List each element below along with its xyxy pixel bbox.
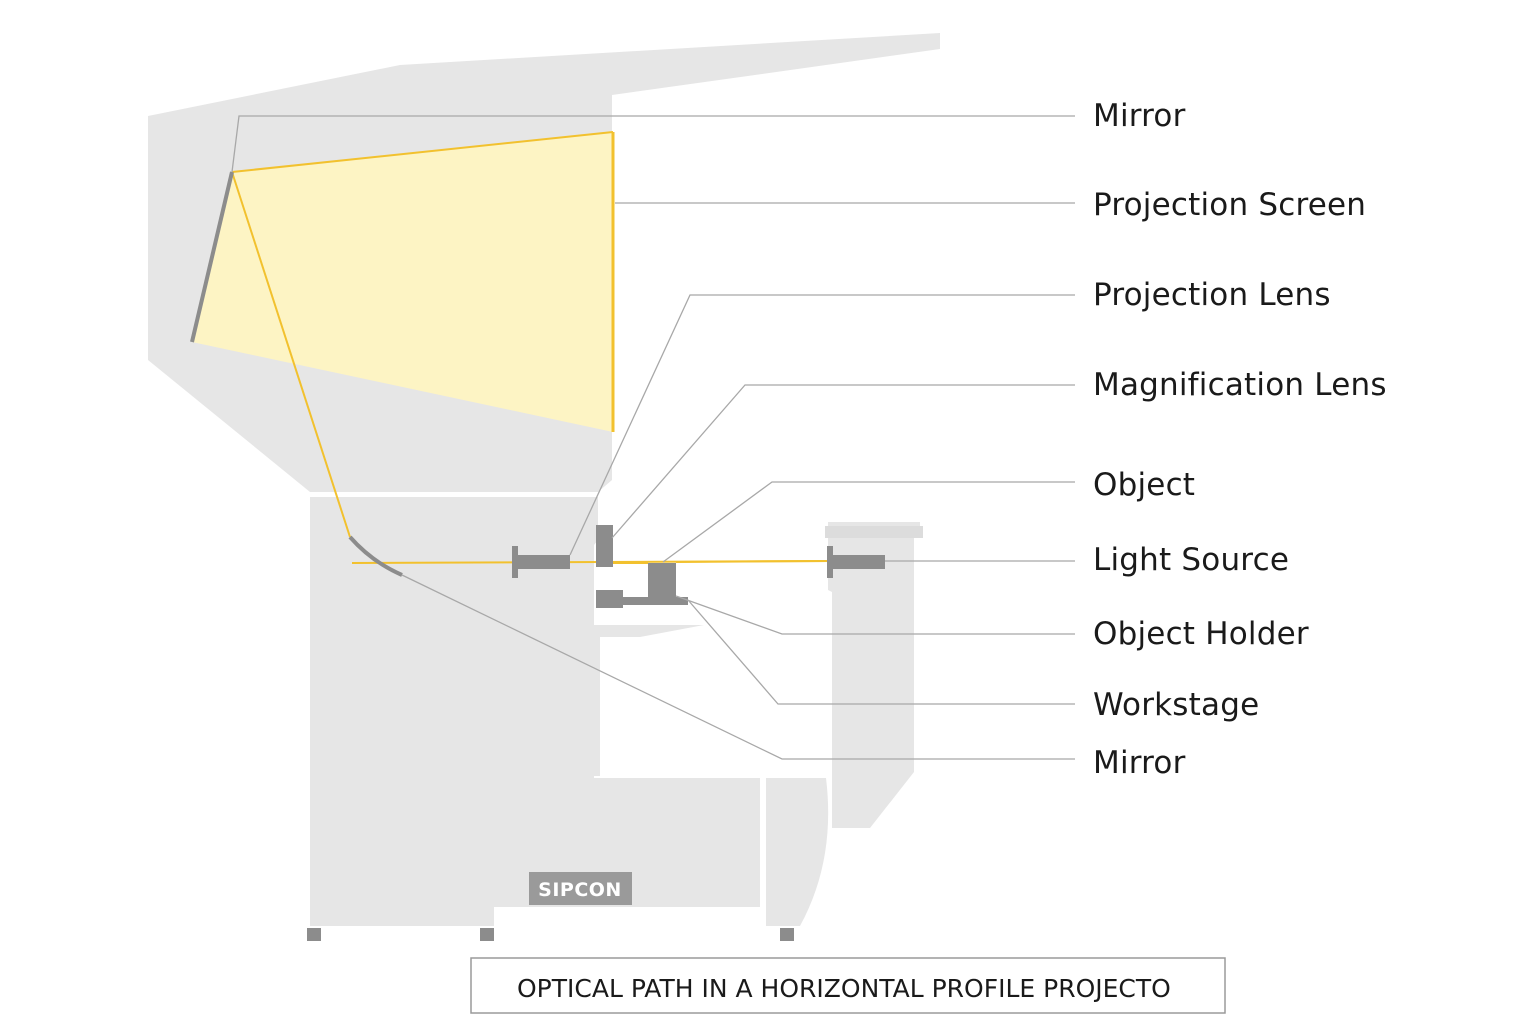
leader-projection-lens	[569, 294, 1075, 556]
light-ray-down	[231, 171, 351, 538]
object-holder	[596, 590, 623, 608]
component-labels: Mirror Projection Screen Projection Lens…	[1093, 98, 1387, 781]
magnification-lens	[596, 525, 613, 567]
projection-lens-flange	[512, 546, 518, 578]
light-tower-cap	[825, 526, 923, 538]
leader-mirror-top	[231, 115, 1075, 173]
label-light-source: Light Source	[1093, 542, 1289, 578]
label-mirror-bottom: Mirror	[1093, 745, 1186, 781]
brand-name: SIPCON	[538, 879, 622, 901]
label-object: Object	[1093, 467, 1195, 503]
projection-lens-barrel	[518, 555, 570, 569]
label-mirror-top: Mirror	[1093, 98, 1186, 134]
light-source-flange	[827, 546, 833, 578]
leader-magnification-lens	[611, 384, 1075, 539]
optical-parts	[190, 132, 885, 608]
leader-object	[662, 481, 1075, 563]
light-source-barrel	[833, 555, 885, 569]
caption-frame	[470, 957, 1226, 1014]
leader-workstage	[687, 599, 1075, 705]
projector-base	[310, 497, 760, 926]
bottom-mirror	[348, 535, 403, 577]
caption-box: OPTICAL PATH IN A HORIZONTAL PROFILE PRO…	[470, 957, 1226, 1014]
foot-right	[780, 928, 794, 941]
label-workstage: Workstage	[1093, 687, 1259, 723]
label-magnification-lens: Magnification Lens	[1093, 367, 1387, 403]
top-mirror	[190, 171, 234, 343]
leader-lines	[231, 115, 1075, 760]
brand-plate: SIPCON	[529, 872, 632, 905]
foot-left	[307, 928, 321, 941]
leader-mirror-bottom	[401, 574, 1075, 760]
label-projection-lens: Projection Lens	[1093, 277, 1331, 313]
label-object-holder: Object Holder	[1093, 616, 1309, 652]
leader-object-holder	[675, 595, 1075, 635]
object	[648, 563, 676, 601]
light-ray-edge-upper	[231, 131, 614, 173]
light-tower	[828, 522, 920, 828]
projected-light-area	[192, 132, 613, 432]
brand-plate-bg	[529, 872, 632, 905]
side-panel	[766, 778, 829, 926]
foot-middle	[480, 928, 494, 941]
workstage-support	[594, 625, 704, 776]
workstage-plate	[620, 597, 688, 605]
caption-text: OPTICAL PATH IN A HORIZONTAL PROFILE PRO…	[517, 974, 1171, 1003]
light-ray-horizontal-front	[613, 560, 828, 564]
label-projection-screen: Projection Screen	[1093, 187, 1366, 223]
